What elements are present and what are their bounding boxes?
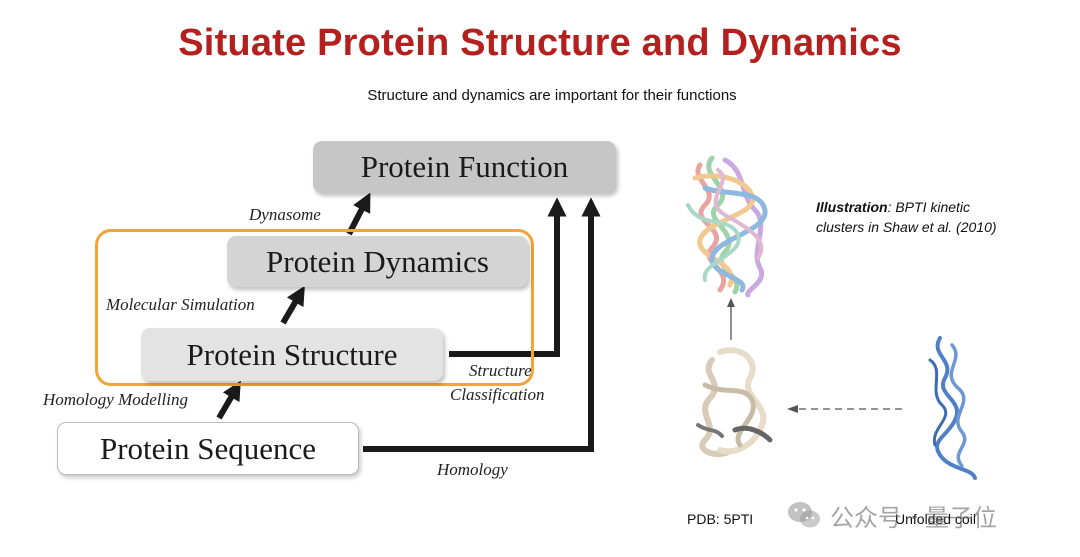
page-subtitle: Structure and dynamics are important for…	[367, 87, 737, 104]
illustration-line2: clusters in Shaw et al. (2010)	[816, 219, 997, 235]
protein-dynamics-box: Protein Dynamics	[227, 236, 528, 287]
page-title: Situate Protein Structure and Dynamics	[178, 22, 902, 64]
label-structure: Structure	[469, 361, 532, 380]
wechat-icon	[788, 502, 820, 528]
arrow-dynamics-to-function	[346, 192, 371, 236]
arrow-homology	[363, 197, 601, 452]
label-molecular-simulation: Molecular Simulation	[106, 295, 255, 314]
label-homology-modelling: Homology Modelling	[43, 390, 188, 409]
pdb-caption: PDB: 5PTI	[687, 511, 754, 527]
protein-sequence-box: Protein Sequence	[57, 422, 359, 475]
unfolded-caption: Unfolded coil	[895, 511, 976, 527]
unfolded-coil-image	[928, 336, 977, 480]
watermark: 公众号 · 量子位	[786, 498, 997, 532]
label-classification: Classification	[450, 385, 545, 404]
arrow-structure-to-dynamics	[280, 285, 305, 325]
pdb-5pti-image	[696, 347, 773, 458]
arrow-sequence-to-structure	[216, 380, 241, 420]
watermark-text: 公众号 · 量子位	[830, 503, 997, 532]
label-dynasome: Dynasome	[249, 205, 321, 224]
protein-structure-box: Protein Structure	[141, 328, 443, 381]
label-homology: Homology	[437, 460, 508, 479]
illustration-bold: Illustration	[816, 199, 888, 215]
bpti-cluster-image	[686, 155, 768, 298]
illustration-line1: : BPTI kinetic	[887, 199, 971, 215]
protein-function-box: Protein Function	[313, 141, 616, 193]
structure-dynamics-frame	[95, 229, 534, 386]
arrow-structure-classification	[449, 197, 567, 357]
illustration-caption: Illustration: BPTI kinetic clusters in S…	[816, 197, 1056, 237]
